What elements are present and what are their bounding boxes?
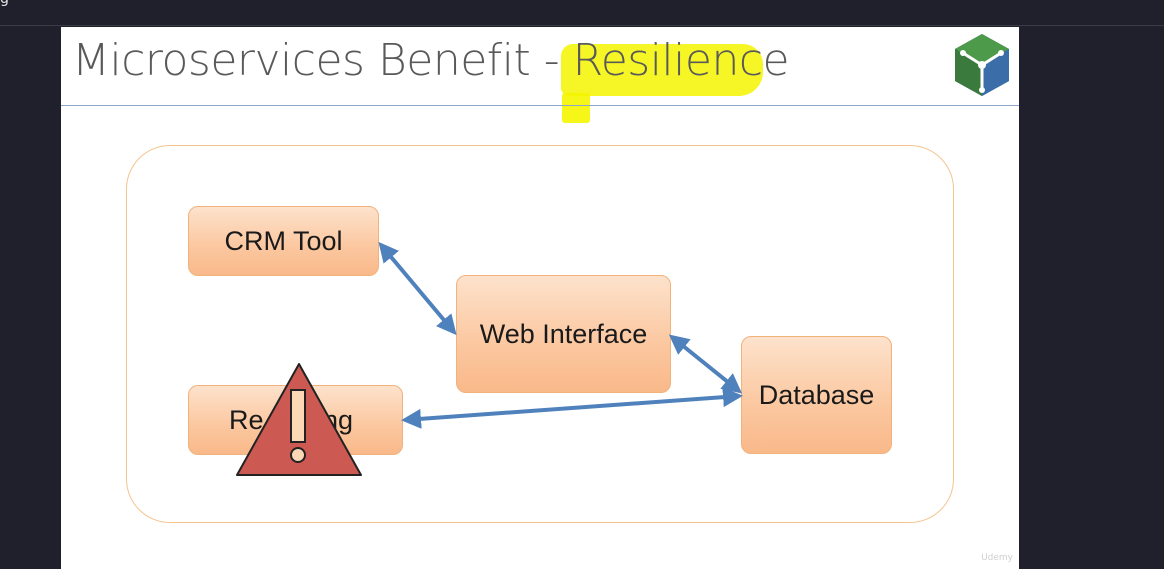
top-bar-text: g <box>0 0 9 7</box>
database-label: Database <box>758 379 875 410</box>
web-interface-label: Web Interface <box>479 318 648 349</box>
reporting-label-left: Re <box>229 404 264 435</box>
connection-arrows <box>378 241 743 429</box>
title-divider <box>61 105 1019 106</box>
arrow-reporting-database <box>401 387 743 429</box>
yellow-highlight-stroke <box>561 44 763 96</box>
hexagon-logo-icon <box>955 34 1009 96</box>
slide-title: Microservices Benefit - Resilience <box>72 35 790 86</box>
video-top-bar: g <box>0 0 1164 26</box>
web-interface-box: Web Interface <box>456 275 671 393</box>
slide-title-part1: Microservices Benefit - <box>72 35 573 86</box>
database-box: Database <box>741 336 892 454</box>
warning-triangle-icon <box>236 363 362 476</box>
system-boundary <box>126 145 954 523</box>
yellow-highlight-mark <box>562 93 590 123</box>
watermark: Udemy <box>981 553 1013 563</box>
crm-tool-box: CRM Tool <box>188 206 379 276</box>
arrow-web-database <box>668 334 743 394</box>
slide-title-highlighted: Resilience <box>572 35 790 86</box>
slide: Microservices Benefit - Resilience CRM T… <box>61 27 1019 569</box>
arrow-crm-web <box>378 241 457 336</box>
crm-tool-label: CRM Tool <box>224 225 343 256</box>
